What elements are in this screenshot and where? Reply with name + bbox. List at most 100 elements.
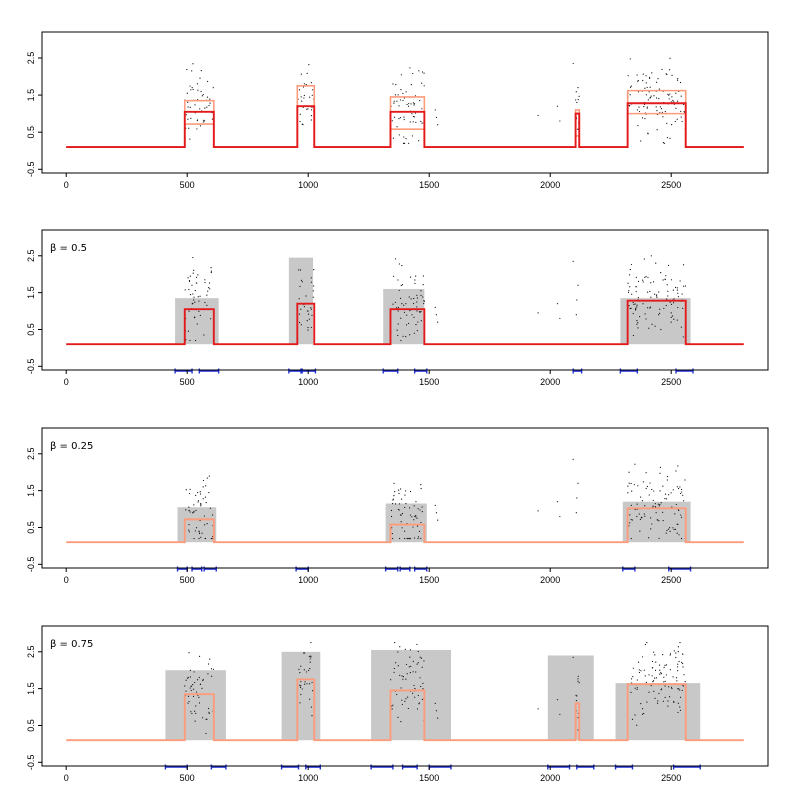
data-point bbox=[682, 307, 684, 310]
data-point bbox=[207, 663, 210, 665]
data-point bbox=[682, 336, 684, 338]
data-point bbox=[677, 296, 680, 298]
data-point bbox=[418, 703, 420, 705]
data-point bbox=[658, 537, 660, 540]
data-point bbox=[653, 490, 655, 492]
data-point bbox=[653, 680, 655, 682]
data-point bbox=[661, 111, 663, 113]
x-tick-label: 500 bbox=[180, 180, 195, 190]
data-point bbox=[195, 705, 197, 707]
data-point bbox=[653, 651, 655, 653]
data-point bbox=[210, 318, 212, 320]
data-point bbox=[657, 700, 659, 702]
data-point bbox=[313, 285, 315, 287]
data-point bbox=[203, 515, 205, 517]
data-point bbox=[409, 672, 411, 674]
data-point bbox=[299, 113, 301, 115]
data-point bbox=[656, 110, 658, 112]
data-point bbox=[678, 660, 680, 663]
data-point bbox=[640, 496, 642, 498]
data-point bbox=[420, 685, 422, 688]
data-point bbox=[206, 304, 208, 306]
data-point bbox=[400, 297, 402, 299]
data-point bbox=[409, 334, 411, 336]
data-point bbox=[414, 112, 417, 114]
data-point bbox=[417, 662, 419, 664]
data-point bbox=[413, 505, 415, 507]
data-point bbox=[212, 87, 214, 89]
y-tick-label: 0.5 bbox=[26, 719, 36, 732]
data-point bbox=[643, 669, 645, 671]
data-point bbox=[306, 320, 308, 322]
data-point bbox=[190, 711, 192, 713]
data-point bbox=[653, 95, 655, 97]
data-point bbox=[194, 710, 196, 712]
data-point bbox=[201, 532, 203, 534]
data-point bbox=[192, 695, 195, 698]
data-point bbox=[647, 99, 649, 101]
data-point bbox=[640, 670, 642, 672]
data-point bbox=[393, 482, 395, 484]
data-point bbox=[675, 652, 677, 654]
data-point bbox=[655, 677, 657, 679]
x-tick-label: 1000 bbox=[298, 180, 318, 190]
data-point bbox=[679, 641, 681, 644]
x-tick-label: 1500 bbox=[419, 180, 439, 190]
data-point bbox=[190, 689, 192, 692]
data-point bbox=[575, 694, 577, 696]
data-point bbox=[192, 688, 195, 690]
data-point bbox=[405, 663, 408, 666]
data-point bbox=[629, 522, 631, 524]
data-point bbox=[416, 301, 418, 303]
data-point bbox=[303, 94, 305, 97]
data-point bbox=[664, 680, 666, 682]
data-point bbox=[660, 271, 662, 274]
data-point bbox=[199, 125, 202, 127]
data-point bbox=[301, 281, 303, 283]
data-point bbox=[209, 98, 211, 100]
data-point bbox=[199, 493, 202, 495]
data-point bbox=[636, 323, 638, 325]
data-point bbox=[652, 281, 655, 283]
data-point bbox=[209, 102, 211, 104]
data-point bbox=[658, 505, 660, 507]
data-point bbox=[310, 277, 312, 279]
y-tick-label: -0.5 bbox=[26, 557, 36, 573]
data-point bbox=[202, 498, 204, 500]
data-point bbox=[193, 537, 195, 540]
data-point bbox=[666, 122, 668, 124]
data-point bbox=[398, 134, 400, 136]
data-point bbox=[660, 672, 662, 674]
credible-band bbox=[620, 298, 691, 345]
data-point bbox=[670, 316, 672, 318]
data-point bbox=[649, 482, 651, 484]
data-point bbox=[401, 527, 403, 529]
data-point bbox=[662, 142, 665, 144]
data-point bbox=[650, 282, 652, 284]
data-point bbox=[400, 74, 402, 76]
data-point bbox=[405, 91, 407, 93]
data-point bbox=[669, 93, 671, 95]
data-point bbox=[576, 695, 578, 697]
x-tick-label: 0 bbox=[64, 773, 69, 783]
data-point bbox=[658, 97, 660, 100]
data-point bbox=[397, 665, 399, 667]
data-point bbox=[664, 696, 666, 699]
data-point bbox=[310, 119, 312, 121]
data-point bbox=[407, 322, 410, 325]
data-point bbox=[421, 122, 423, 124]
y-tick-label: 1.5 bbox=[26, 682, 36, 695]
data-point bbox=[656, 296, 658, 298]
data-point bbox=[559, 120, 561, 122]
data-point bbox=[307, 310, 309, 312]
data-point bbox=[665, 275, 667, 277]
data-point bbox=[418, 140, 420, 142]
data-point bbox=[298, 269, 300, 271]
data-point bbox=[191, 87, 193, 89]
data-point bbox=[680, 116, 682, 118]
plot-frame bbox=[41, 31, 769, 174]
data-point bbox=[187, 330, 190, 332]
data-point bbox=[195, 282, 197, 284]
data-point bbox=[572, 62, 574, 65]
